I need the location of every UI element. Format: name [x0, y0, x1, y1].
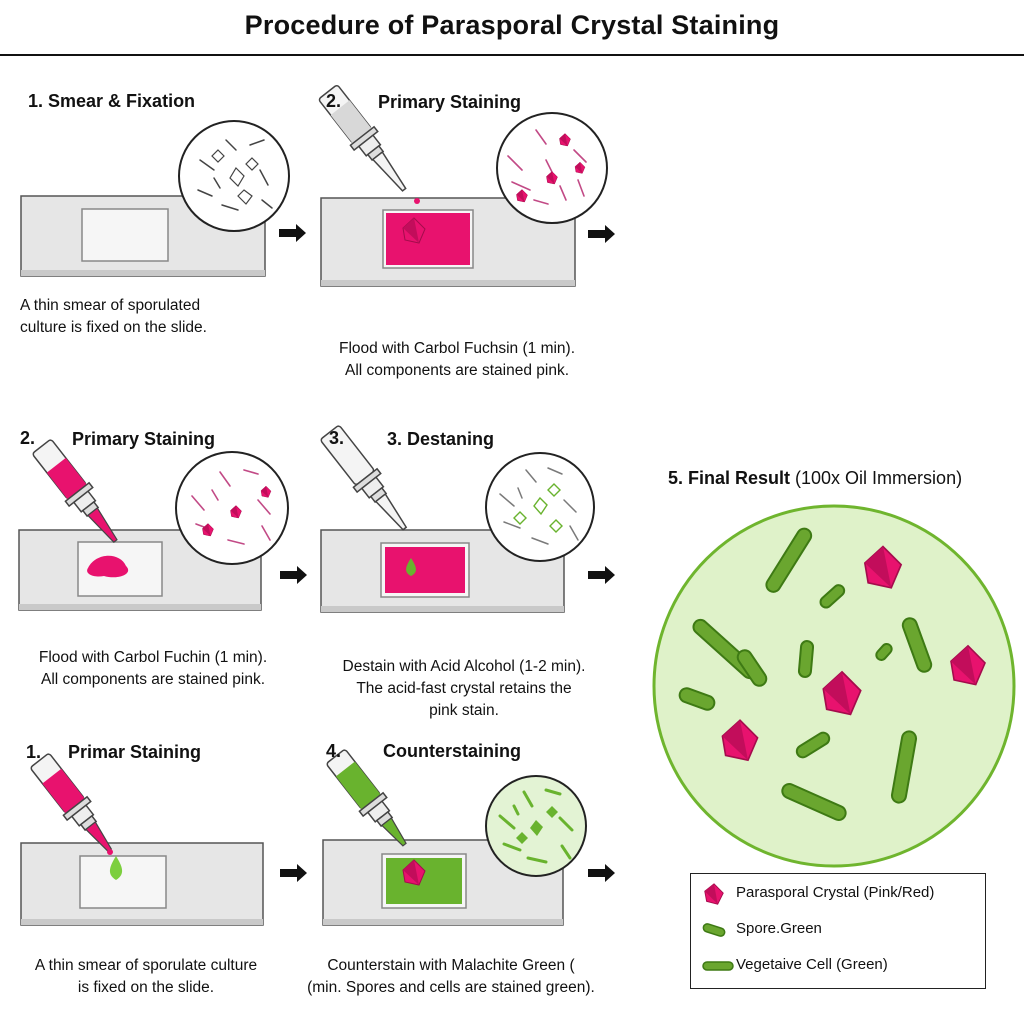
arrow-3 [280, 566, 307, 584]
panel-1-label: 1. Smear & Fixation [28, 91, 196, 111]
dropper-panel-4 [320, 425, 408, 531]
crystal-icon [704, 883, 724, 905]
legend: Parasporal Crystal (Pink/Red) Spore.Gree… [690, 873, 986, 989]
panel-6-label: Counterstaining [383, 741, 521, 761]
panel-5-description: A thin smear of sporulate culture is fix… [34, 957, 258, 996]
legend-label-vegetative-cell: Vegetaive Cell (Green) [736, 956, 888, 973]
micro-view-panel-6 [485, 775, 587, 877]
stain-drop-5 [107, 849, 113, 855]
micro-view-panel-2 [496, 112, 608, 224]
arrow-5 [280, 864, 307, 882]
final-result-field [652, 504, 1016, 868]
panel-5-number: 1. [26, 742, 42, 762]
dropper-panel-6 [326, 749, 407, 847]
panel-4-label: 3. Destaning [387, 429, 495, 449]
dropper-panel-2 [318, 85, 407, 192]
slide-panel-3 [18, 529, 262, 611]
panel-6-number: 4. [326, 741, 342, 761]
panel-6-description: Counterstain with Malachite Green ( (min… [307, 957, 595, 996]
micro-view-panel-1 [178, 120, 290, 232]
legend-item-spore: Spore.Green [691, 914, 985, 944]
panel-2-description: Flood with Carbol Fuchsin (1 min). All c… [338, 340, 576, 379]
legend-item-crystal: Parasporal Crystal (Pink/Red) [691, 878, 985, 908]
slide-panel-5 [20, 842, 264, 926]
stain-drop [414, 198, 420, 204]
panel-2-number: 2. [326, 91, 342, 111]
panel-3-label: Primary Staining [72, 429, 216, 449]
legend-label-spore: Spore.Green [736, 920, 822, 937]
arrow-4 [588, 566, 615, 584]
panel-4-number: 3. [329, 428, 345, 448]
panel-3-number: 2. [20, 428, 36, 448]
micro-view-panel-3 [175, 451, 289, 565]
panel-2-label: Primary Staining [378, 92, 522, 112]
final-result-title: 5. Final Result (100x Oil Immersion) [668, 468, 962, 489]
arrow-1 [279, 224, 306, 242]
page-title: Procedure of Parasporal Crystal Staining [244, 10, 780, 40]
micro-view-panel-4 [485, 452, 595, 562]
spore-icon [702, 923, 726, 937]
arrow-6 [588, 864, 615, 882]
title-divider [0, 54, 1024, 56]
panel-5-label: Primar Staining [68, 742, 202, 762]
dropper-panel-3 [32, 439, 118, 543]
panel-3-description: Flood with Carbol Fuchin (1 min). All co… [38, 649, 268, 688]
vegetative-cell-icon [702, 961, 734, 971]
panel-1-description: A thin smear of sporulated culture is fi… [20, 297, 207, 336]
legend-label-crystal: Parasporal Crystal (Pink/Red) [736, 884, 935, 901]
final-result-title-bold: 5. Final Result [668, 468, 791, 488]
final-result-title-rest: (100x Oil Immersion) [790, 468, 963, 488]
legend-item-vegetative-cell: Vegetaive Cell (Green) [691, 950, 985, 980]
panel-4-description: Destain with Acid Alcohol (1-2 min). The… [342, 658, 586, 719]
arrow-2 [588, 225, 615, 243]
dropper-panel-5 [30, 753, 113, 853]
